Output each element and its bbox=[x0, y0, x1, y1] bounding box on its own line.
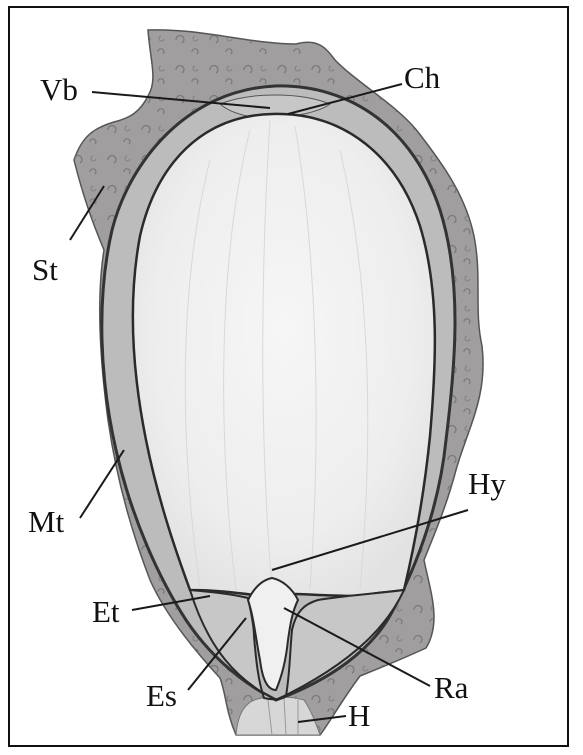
label-mt: Mt bbox=[28, 506, 64, 537]
label-es: Es bbox=[146, 680, 177, 711]
label-h: H bbox=[348, 700, 370, 731]
label-ch: Ch bbox=[404, 62, 440, 93]
label-vb: Vb bbox=[40, 74, 78, 105]
endosperm bbox=[133, 114, 435, 596]
label-ra: Ra bbox=[434, 672, 468, 703]
label-et: Et bbox=[92, 596, 120, 627]
leader-mt bbox=[80, 450, 124, 518]
label-st: St bbox=[32, 254, 58, 285]
label-hy: Hy bbox=[468, 468, 506, 499]
